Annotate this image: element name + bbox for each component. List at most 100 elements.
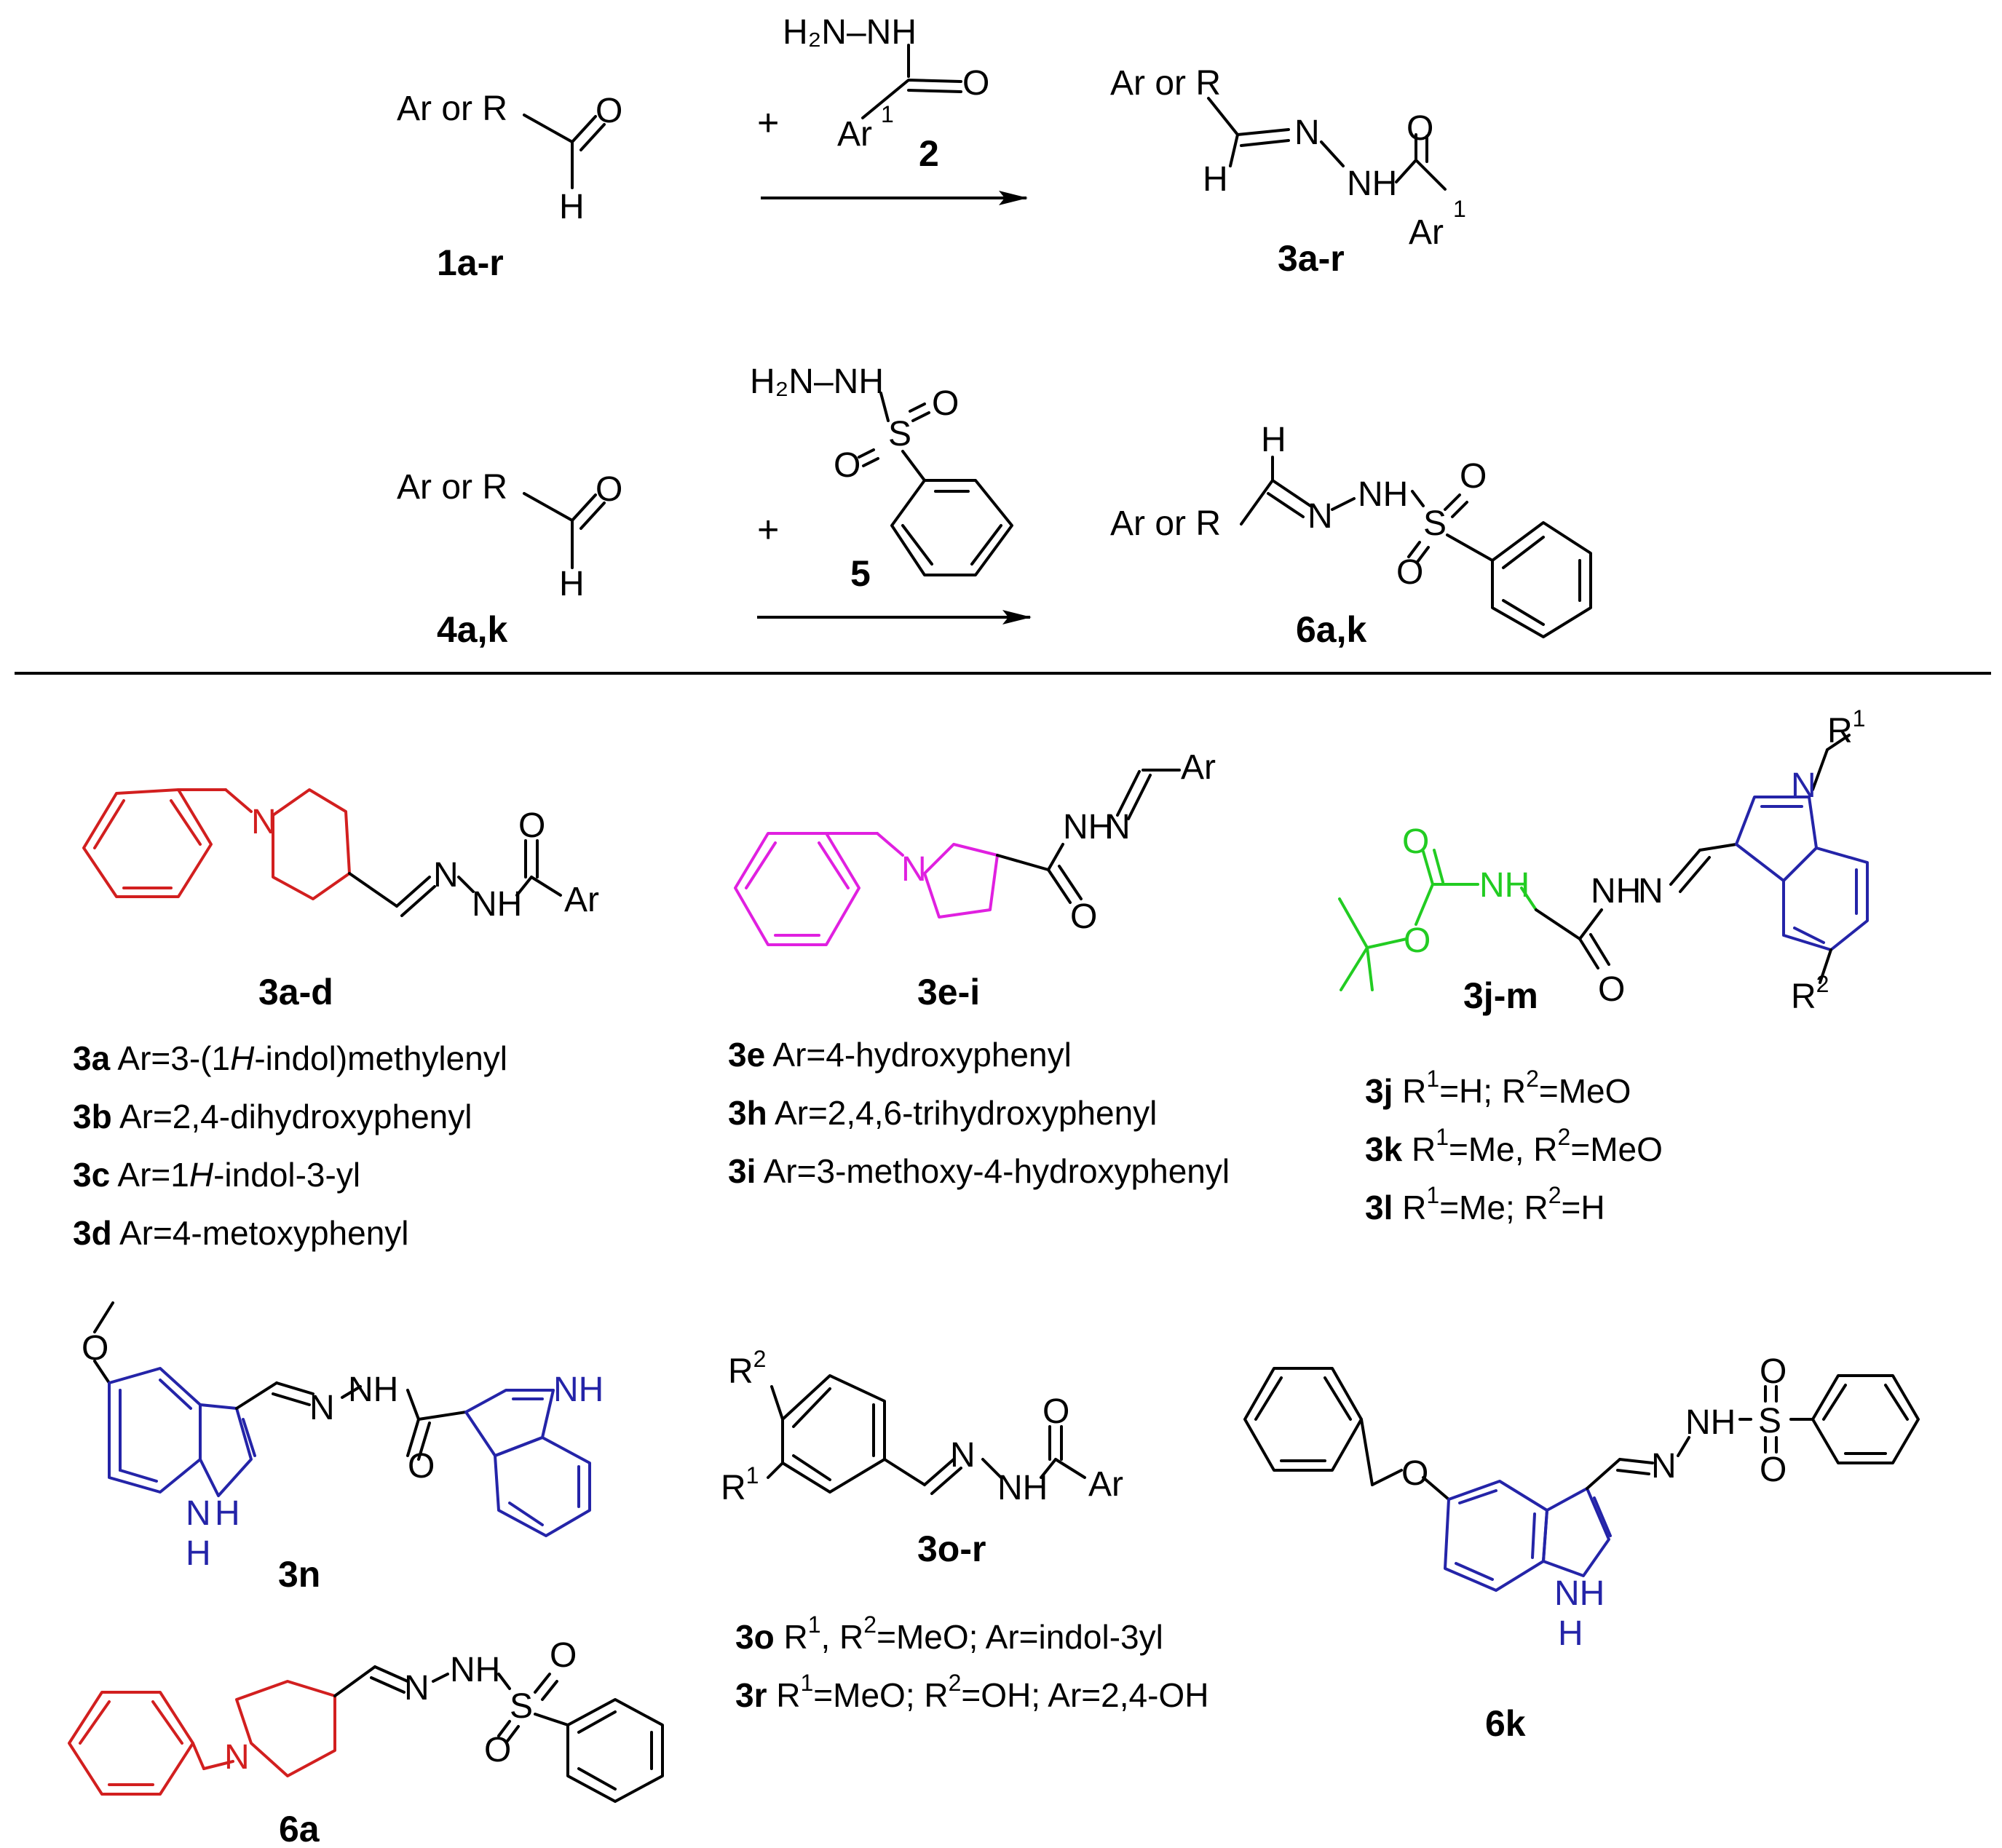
r1-label: R1 (721, 1462, 759, 1507)
oxygen-atom: O (82, 1329, 108, 1368)
ar-label: Ar (1088, 1465, 1123, 1504)
nh-label: NH (1685, 1403, 1736, 1442)
r2-label: R2 (1791, 971, 1829, 1016)
caption-3h: 3h Ar=2,4,6-trihydroxyphenyl (728, 1094, 1157, 1132)
nh-label: NH (1479, 866, 1530, 905)
product-3-bonds (1207, 97, 1447, 191)
benzylpiperidine-bonds (82, 788, 351, 900)
caption-3e: 3e Ar=4-hydroxyphenyl (728, 1036, 1072, 1074)
caption-3l: 3l R1=Me; R2=H (1365, 1182, 1605, 1226)
compound-3o-r-bonds (767, 1374, 1086, 1495)
ar1-label: Ar (837, 115, 872, 154)
nitrogen-atom: N (1307, 497, 1333, 536)
hydrogen-atom: H (1261, 421, 1286, 459)
indole-bonds (1735, 796, 1869, 951)
hydrazone-bonds (348, 839, 562, 917)
caption-3i: 3i Ar=3-methoxy-4-hydroxyphenyl (728, 1152, 1230, 1190)
sulfur-atom: S (510, 1687, 533, 1726)
indole-substituent-bonds (1811, 734, 1851, 984)
acylhydrazone-bonds (235, 1381, 467, 1461)
compound-3a-d: N N NH O Ar 3a-d 3a Ar=3-(1H-indol)methy… (73, 788, 599, 1252)
nitrogen-atom: N (1791, 766, 1816, 805)
nh-label: NH (1347, 164, 1397, 203)
oxygen-atom: O (518, 806, 545, 845)
methoxy-bonds (93, 1301, 114, 1384)
oxygen-atom: O (932, 384, 959, 423)
caption-3r: 3r R1=MeO; R2=OH; Ar=2,4-OH (735, 1670, 1208, 1714)
benzylpiperidine-bonds (68, 1680, 336, 1796)
compound-label-3e-i: 3e-i (917, 972, 980, 1012)
caption-3d: 3d Ar=4-metoxyphenyl (73, 1214, 409, 1252)
compound-label-3a-r: 3a-r (1278, 238, 1345, 279)
nh-label: NH (450, 1651, 500, 1689)
sulfur-atom: S (888, 415, 911, 453)
ar-or-r-label: Ar or R (397, 468, 507, 507)
nitrogen-atom: N (224, 1738, 250, 1777)
ar-label: Ar (564, 881, 599, 919)
oxygen-atom: O (1406, 109, 1433, 148)
ar-or-r-label: Ar or R (1110, 64, 1221, 103)
caption-3b: 3b Ar=2,4-dihydroxyphenyl (73, 1098, 472, 1135)
oxygen-atom: O (1402, 822, 1429, 861)
h2n-nh-label: H₂N–NH (783, 13, 917, 52)
boc-glycine-bonds (1338, 849, 1538, 991)
hydrazide-2-bonds (861, 44, 962, 119)
compound-label-5: 5 (850, 553, 871, 594)
oxygen-atom: O (834, 446, 860, 485)
caption-3j: 3j R1=H; R2=MeO (1365, 1066, 1631, 1110)
nh-label: NH (472, 885, 522, 924)
nh-label: NH (997, 1469, 1048, 1507)
hydrogen-atom: H (1203, 160, 1228, 199)
compound-label-6a: 6a (279, 1809, 320, 1848)
sulfonylhydrazone-bonds (1586, 1374, 1920, 1490)
indole-bonds (1444, 1480, 1612, 1592)
oxygen-atom: O (1042, 1392, 1069, 1431)
caption-3c: 3c Ar=1H-indol-3-yl (73, 1156, 360, 1194)
compound-3o-r: R2 R1 N NH O Ar 3o-r 3o R1, R2=MeO; Ar=i… (721, 1346, 1208, 1714)
nh-label: NH (1063, 808, 1113, 846)
compound-label-6k: 6k (1485, 1703, 1526, 1744)
sulfur-atom: S (1423, 504, 1447, 543)
nitrogen-atom: N (404, 1669, 430, 1708)
aldehyde-4-bonds (523, 492, 606, 569)
oxygen-atom: O (484, 1731, 511, 1769)
compound-6a: N N NH S O O 6a (68, 1636, 664, 1848)
nitrogen-atom: N (1105, 808, 1131, 846)
acylhydrazone-bonds (996, 769, 1181, 904)
oxygen-atom: O (596, 92, 622, 130)
oxygen-atom: O (962, 64, 989, 103)
sulfonohydrazide-5-bonds (858, 392, 1013, 576)
oxygen-atom: O (1396, 553, 1423, 592)
compound-label-6a-k: 6a,k (1296, 609, 1367, 650)
oxygen-atom: O (550, 1636, 577, 1675)
compound-label-3a-d: 3a-d (258, 972, 333, 1012)
compound-3n: O N NH O NH N H H 3n (82, 1301, 604, 1595)
oxygen-atom: O (1760, 1352, 1787, 1391)
compound-label-4a-k: 4a,k (437, 609, 508, 650)
compound-label-1a-r: 1a-r (437, 242, 504, 283)
oxygen-atom: O (408, 1447, 435, 1486)
nitrogen-atom: N (251, 803, 277, 841)
compound-3j-m: O O NH NH N O N R1 R2 3j-m 3j R1=H; R2=M… (1338, 705, 1869, 1226)
glycinamide-bonds (1535, 843, 1738, 969)
superscript-1: 1 (881, 101, 894, 127)
compound-label-3o-r: 3o-r (917, 1528, 986, 1569)
compound-label-2: 2 (919, 133, 939, 174)
oxygen-atom: O (1404, 921, 1431, 960)
nh-label: NH (1591, 872, 1641, 911)
oxygen-atom: O (1460, 457, 1487, 496)
nitrogen-atom: N (1638, 872, 1663, 911)
hydrogen-atom: H (1558, 1614, 1583, 1653)
scheme-1: Ar or R O H 1a-r + H₂N–NH O Ar 1 2 Ar or… (397, 13, 1466, 283)
oxygen-atom: O (1760, 1451, 1787, 1489)
nh-label: NH (1358, 475, 1408, 514)
caption-3a: 3a Ar=3-(1H-indol)methylenyl (73, 1039, 507, 1077)
sulfonylhydrazone-bonds (333, 1665, 664, 1803)
superscript-1: 1 (1453, 196, 1466, 222)
h2n-nh-label: H₂N–NH (750, 362, 884, 401)
ar1-label: Ar (1409, 213, 1444, 252)
nitrogen-atom: N (1294, 114, 1320, 152)
oxygen-atom: O (1598, 970, 1625, 1009)
plus-sign: + (757, 509, 779, 551)
